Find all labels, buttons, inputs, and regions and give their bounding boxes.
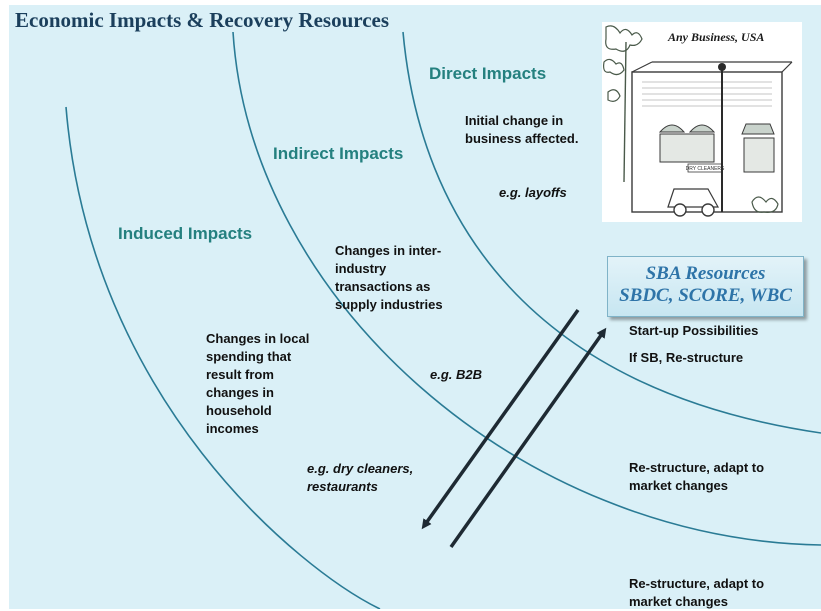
illustration-caption: Any Business, USA <box>668 30 765 44</box>
sba-resources-title: SBA Resources <box>645 263 766 284</box>
indirect-impacts-heading: Indirect Impacts <box>273 144 404 163</box>
induced-impact-arc <box>65 106 381 609</box>
sba-resources-programs: SBDC, SCORE, WBC <box>619 285 792 306</box>
induced-response: Re-structure, adapt to market changes <box>629 576 765 609</box>
storefront-sign: DRY CLEANERS <box>686 166 725 172</box>
direct-response-restructure: If SB, Re-structure <box>629 350 744 365</box>
induced-impacts-heading: Induced Impacts <box>118 224 253 243</box>
arrow-toward-induced <box>421 308 580 530</box>
direct-impacts-heading: Direct Impacts <box>429 64 547 83</box>
storefront-illustration: DRY CLEANERS <box>602 22 802 222</box>
storefront-drawing: DRY CLEANERS <box>603 25 793 217</box>
induced-impacts-description: Changes in local spending that result fr… <box>206 331 310 436</box>
indirect-impacts-description: Changes in inter-industry transactions a… <box>335 243 443 312</box>
indirect-impacts-example: e.g. B2B <box>430 367 483 382</box>
direct-impacts-example: e.g. layoffs <box>499 185 567 200</box>
induced-impacts-example: e.g. dry cleaners, restaurants <box>307 461 414 494</box>
direct-impact-arc <box>402 31 821 434</box>
sba-resources-box: SBA Resources SBDC, SCORE, WBC <box>607 256 804 317</box>
page-title: Economic Impacts & Recovery Resources <box>15 8 390 32</box>
direct-response-startup: Start-up Possibilities <box>629 323 759 338</box>
indirect-impact-arc <box>232 31 821 546</box>
arrow-toward-sba <box>449 327 607 549</box>
direct-impacts-description: Initial change in business affected. <box>465 113 579 146</box>
indirect-response: Re-structure, adapt to market changes <box>629 460 765 493</box>
